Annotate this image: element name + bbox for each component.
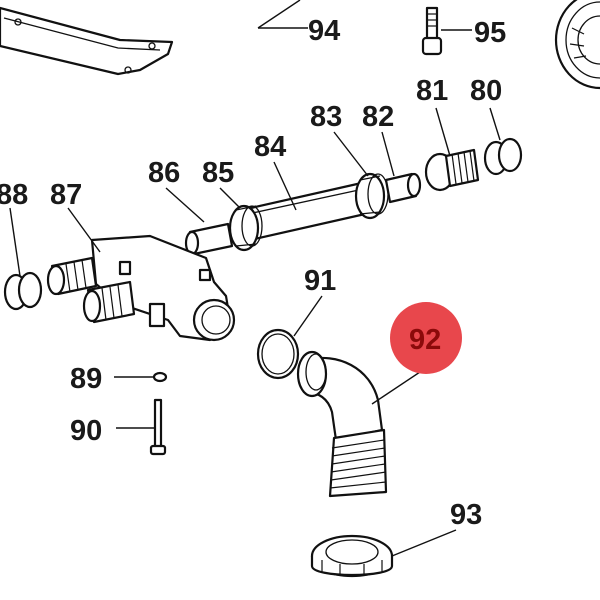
leader-93: [391, 529, 457, 557]
callout-82: 82: [362, 101, 394, 133]
callout-88: 88: [0, 179, 28, 211]
callout-87: 87: [50, 179, 82, 211]
part-86-sleeve: [184, 222, 234, 256]
callout-81: 81: [416, 75, 448, 107]
callout-labels: 94 95 81 80 83 82 84 86 85 88 87 91 92 8…: [0, 15, 506, 531]
part-80-orings: [483, 137, 523, 176]
part-91-oring: [256, 328, 300, 380]
part-90-bolt: [149, 398, 167, 456]
part-89-washer: [152, 371, 168, 383]
callout-80: 80: [470, 75, 502, 107]
callout-86: 86: [148, 157, 180, 189]
callout-93: 93: [450, 499, 482, 531]
part-81-fitting: [424, 148, 480, 192]
leader-83: [333, 131, 369, 177]
callout-89: 89: [70, 363, 102, 395]
callout-92: 92: [409, 324, 441, 356]
part-82-coupling: [384, 172, 422, 204]
part-95-bolt: [421, 6, 443, 56]
part-88-orings: [3, 271, 43, 311]
callout-92-highlight: [390, 302, 462, 374]
part-92-elbow: [296, 350, 388, 498]
leader-87: [67, 207, 101, 253]
callout-83: 83: [310, 101, 342, 133]
part-83-union: [354, 172, 389, 220]
leader-94b: [257, 0, 301, 29]
leader-84: [273, 161, 297, 211]
leader-88: [9, 207, 21, 277]
part-94-bracket: [0, 6, 174, 76]
callout-85: 85: [202, 157, 234, 189]
callout-94: 94: [308, 15, 340, 47]
leader-80: [489, 107, 501, 141]
leader-92: [371, 367, 427, 405]
leader-86: [165, 187, 205, 223]
part-87-manifold: [46, 234, 236, 342]
callout-91: 91: [304, 265, 336, 297]
leader-81: [435, 107, 451, 157]
callout-84: 84: [254, 131, 286, 163]
part-85-union: [228, 204, 263, 252]
callout-95: 95: [474, 17, 506, 49]
leader-85: [219, 187, 241, 209]
callout-90: 90: [70, 415, 102, 447]
leader-lines: [9, 0, 501, 557]
part-93-nut: [310, 534, 394, 578]
wheel-fragment: [554, 0, 600, 90]
leader-91: [293, 295, 323, 337]
leader-82: [381, 131, 395, 177]
